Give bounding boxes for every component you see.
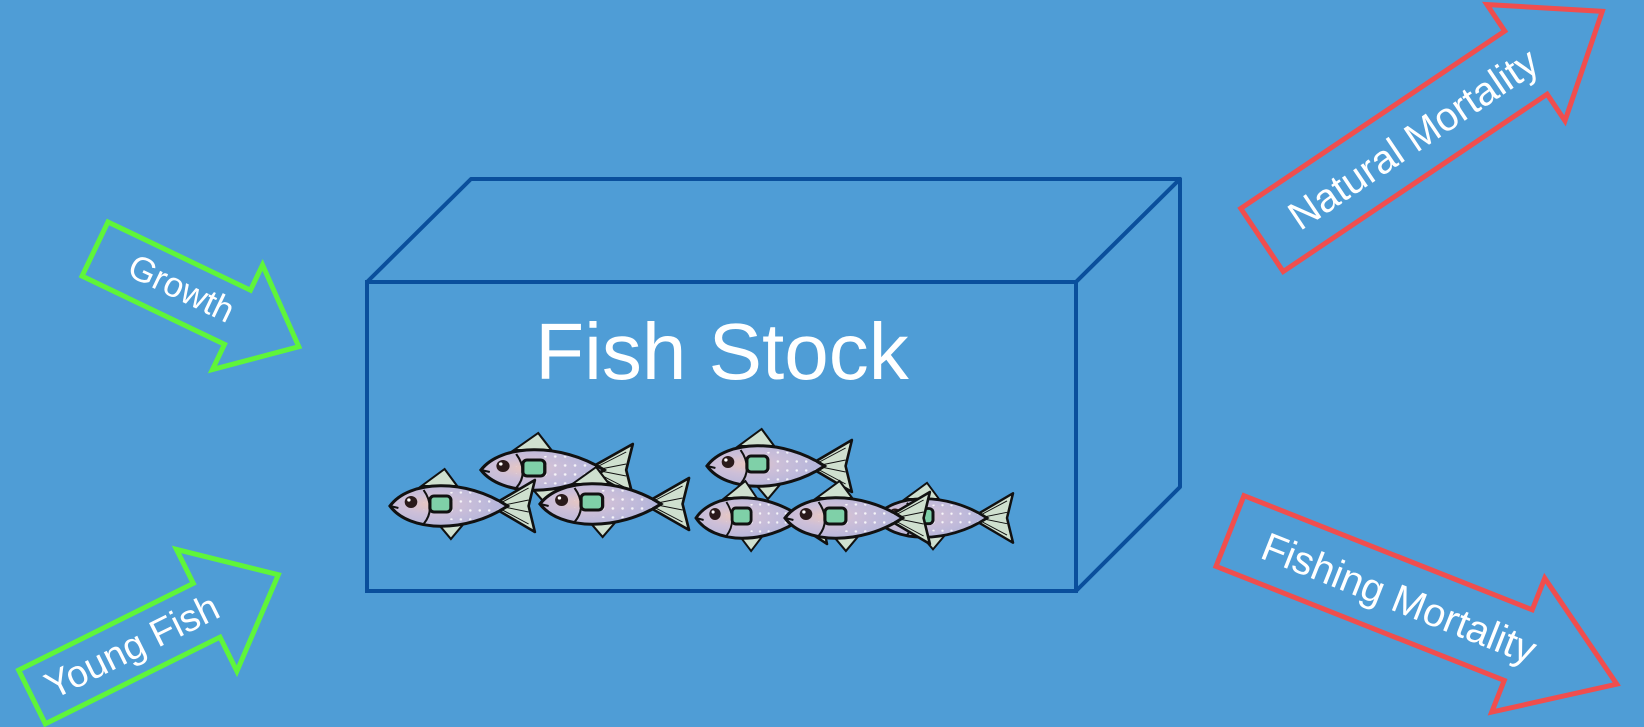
young-fish-inflow-arrow: Young Fish (2, 514, 309, 727)
stock-label: Fish Stock (535, 307, 909, 396)
natural-mortality-label: Natural Mortality (1280, 40, 1546, 239)
natural-mortality-outflow-arrow: Natural Mortality (1223, 0, 1641, 298)
box-top-face (367, 179, 1180, 282)
fishing-mortality-outflow-arrow: Fishing Mortality (1203, 464, 1643, 727)
growth-inflow-arrow: Growth (70, 197, 324, 399)
